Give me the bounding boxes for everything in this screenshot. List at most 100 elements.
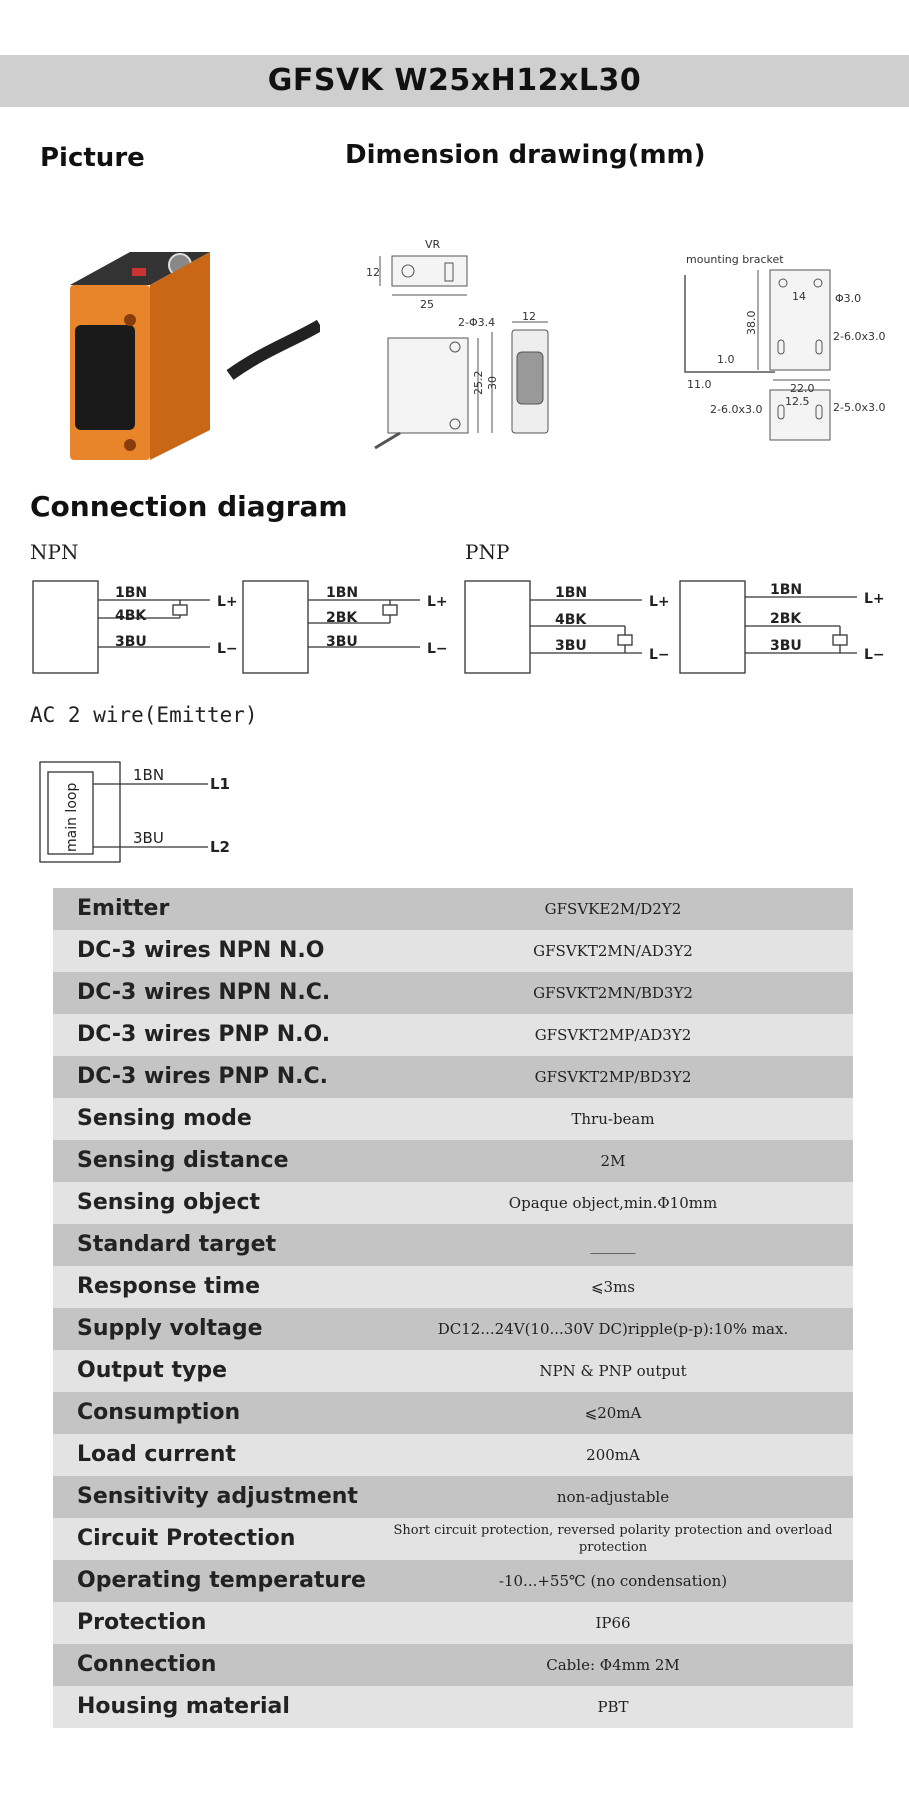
table-row: Operating temperature-10...+55℃ (no cond… (53, 1560, 853, 1602)
main-loop-box (47, 771, 94, 855)
npn-no-3bu: 3BU (115, 634, 147, 650)
pnp-no-lplus: L+ (649, 594, 670, 610)
top-view (391, 255, 468, 287)
table-row: DC-3 wires NPN N.O GFSVKT2MN/AD3Y2 (53, 930, 853, 972)
spec-value: non-adjustable (556, 1487, 670, 1506)
spec-value: GFSVKT2MN/AD3Y2 (533, 941, 693, 960)
npn-nc-sensor (242, 580, 309, 674)
connection-heading: Connection diagram (30, 490, 348, 523)
spec-value: ⩽3ms (590, 1277, 636, 1296)
pnp-label: PNP (465, 540, 510, 564)
spec-key: Connection (77, 1652, 217, 1677)
dim-b2503: 2-5.0x3.0 (833, 401, 885, 414)
spec-key: Sensing object (77, 1190, 261, 1215)
spec-value: Short circuit protection, reversed polar… (393, 1523, 833, 1555)
table-row: Standard target ______ (53, 1224, 853, 1266)
spec-value: 200mA (586, 1445, 640, 1464)
spec-value: Cable: Φ4mm 2M (546, 1655, 680, 1674)
pnp-nc-lminus: L− (864, 647, 885, 663)
table-row: Consumption⩽20mA (53, 1392, 853, 1434)
pnp-no-1bn: 1BN (555, 585, 587, 601)
mount-hole-top (124, 314, 136, 326)
spec-value: GFSVKT2MN/BD3Y2 (533, 983, 693, 1002)
title-bar: GFSVK W25xH12xL30 (0, 55, 909, 107)
sensor-side (150, 252, 210, 460)
spec-key: Response time (77, 1274, 261, 1299)
spec-key: DC-3 wires PNP N.O. (77, 1022, 331, 1047)
table-row: Output type NPN & PNP output (53, 1350, 853, 1392)
npn-nc-3bu: 3BU (326, 634, 358, 650)
pnp-nc-sensor (679, 580, 746, 674)
spec-key: Standard target (77, 1232, 277, 1257)
dim-b2603a: 2-6.0x3.0 (833, 330, 885, 343)
spec-key: Output type (77, 1358, 227, 1383)
spec-key: DC-3 wires NPN N.C. (77, 980, 331, 1005)
npn-no-sensor (32, 580, 99, 674)
ac-l2: L2 (210, 838, 230, 856)
spec-key: Sensitivity adjustment (77, 1484, 358, 1509)
spec-value: ______ (590, 1235, 636, 1254)
spec-value: Opaque object,min.Φ10mm (508, 1193, 718, 1212)
table-row: DC-3 wires PNP N.C. GFSVKT2MP/BD3Y2 (53, 1056, 853, 1098)
spec-key: Consumption (77, 1400, 241, 1425)
table-row: Sensitivity adjustment non-adjustable (53, 1476, 853, 1518)
spec-value: GFSVKE2M/D2Y2 (544, 899, 682, 918)
dim-30: 30 (486, 376, 499, 390)
bracket-outline (684, 275, 775, 373)
spec-key: Circuit Protection (77, 1526, 296, 1551)
npn-no-lplus: L+ (217, 594, 238, 610)
spec-value: PBT (597, 1697, 629, 1716)
spec-value: DC12...24V(10...30V DC)ripple(p-p):10% m… (437, 1319, 789, 1338)
npn-label: NPN (30, 540, 79, 564)
spec-value: NPN & PNP output (539, 1361, 687, 1380)
spec-key: DC-3 wires NPN N.O (77, 938, 325, 963)
dim-252: 25.2 (472, 371, 485, 396)
spec-key: Operating temperature (77, 1568, 366, 1593)
dim-b220: 22.0 (790, 382, 815, 395)
dim-b2603b: 2-6.0x3.0 (710, 403, 762, 416)
dim-w25: 25 (420, 298, 434, 311)
table-row: DC-3 wires NPN N.C. GFSVKT2MN/BD3Y2 (53, 972, 853, 1014)
picture-heading: Picture (40, 143, 145, 173)
table-row: Connection Cable: Φ4mm 2M (53, 1644, 853, 1686)
mount-hole-bottom (124, 439, 136, 451)
spec-key: Load current (77, 1442, 236, 1467)
pnp-nc-1bn: 1BN (770, 582, 802, 598)
ac-3bu: 3BU (133, 829, 164, 847)
dimension-heading: Dimension drawing(mm) (345, 140, 706, 170)
pnp-no-3bu: 3BU (555, 638, 587, 654)
ac-l1: L1 (210, 775, 230, 793)
spec-key: Protection (77, 1610, 207, 1635)
page-title: GFSVK W25xH12xL30 (267, 63, 642, 98)
spec-key: Supply voltage (77, 1316, 263, 1341)
table-row: Response time ⩽3ms (53, 1266, 853, 1308)
main-loop-label: main loop (64, 783, 80, 852)
pnp-no-4bk: 4BK (555, 612, 587, 628)
dim-top12: 12 (522, 310, 536, 323)
ac-1bn: 1BN (133, 766, 164, 784)
ac-sensor-box (39, 761, 121, 863)
sensor-lens (75, 325, 135, 430)
bracket-label: mounting bracket (686, 253, 784, 266)
npn-nc-2bk: 2BK (326, 610, 358, 626)
npn-nc-1bn: 1BN (326, 585, 358, 601)
npn-no-4bk: 4BK (115, 608, 147, 624)
pnp-nc-lplus: L+ (864, 591, 885, 607)
dim-b125: 12.5 (785, 395, 810, 408)
dim-b110: 11.0 (687, 378, 712, 391)
spec-value: GFSVKT2MP/BD3Y2 (534, 1067, 692, 1086)
spec-value: 2M (600, 1151, 626, 1170)
npn-nc-lminus: L− (427, 641, 448, 657)
spec-key: DC-3 wires PNP N.C. (77, 1064, 328, 1089)
pnp-no-sensor (464, 580, 531, 674)
cable (226, 319, 320, 380)
dim-b10: 1.0 (717, 353, 735, 366)
table-row: Supply voltage DC12...24V(10...30V DC)rip… (53, 1308, 853, 1350)
table-row: Sensing object Opaque object,min.Φ10mm (53, 1182, 853, 1224)
led-indicator (132, 268, 146, 276)
